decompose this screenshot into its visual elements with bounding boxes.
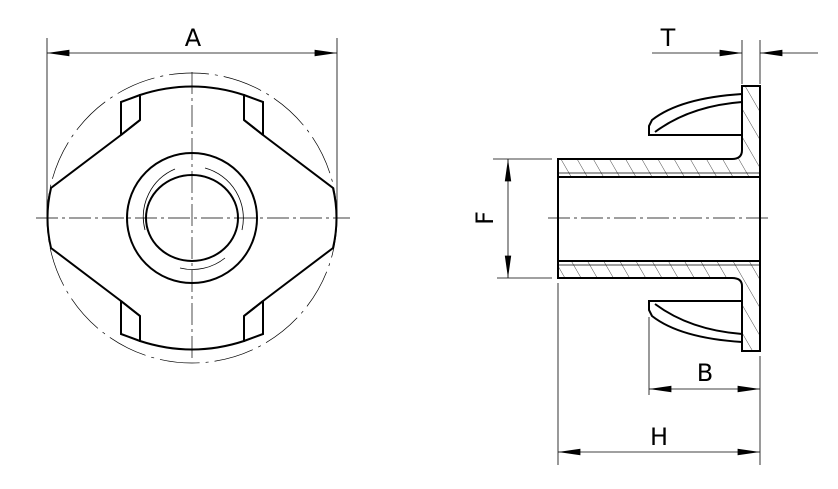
dimension-a: A xyxy=(46,24,338,218)
dimension-a-label: A xyxy=(185,24,202,52)
front-view: A xyxy=(36,24,350,364)
dimension-h-label: H xyxy=(650,423,668,451)
prongs xyxy=(648,93,743,343)
dimension-b: B xyxy=(648,317,761,465)
dimension-f: F xyxy=(471,158,552,279)
dimension-h: H xyxy=(557,283,760,465)
section-hatch xyxy=(558,86,760,351)
dimension-b-label: B xyxy=(697,359,713,387)
dimension-t-label: T xyxy=(660,24,676,52)
dimension-t: T xyxy=(652,24,818,84)
prong-tabs xyxy=(120,94,264,342)
dimension-f-label: F xyxy=(471,211,499,225)
side-view: T F B H xyxy=(471,24,818,465)
thread-ring xyxy=(142,167,244,270)
tube-outline xyxy=(557,85,761,352)
